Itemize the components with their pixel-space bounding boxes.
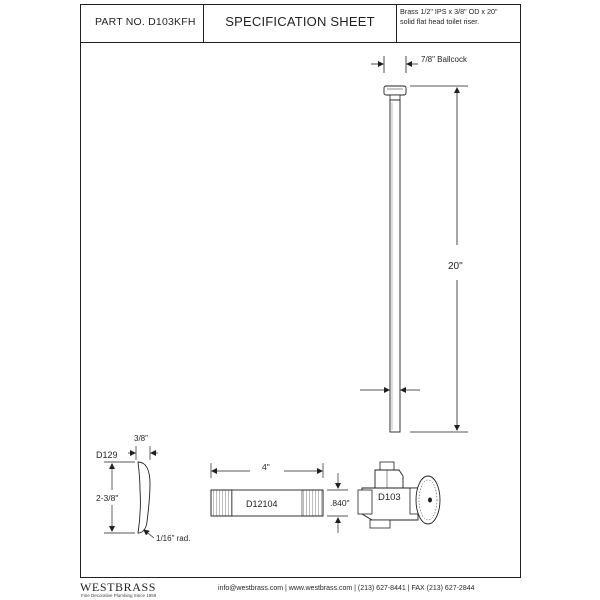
part-number: PART NO. D103KFH bbox=[95, 16, 196, 28]
riser-flat-head bbox=[383, 85, 407, 96]
ballcock-label: 7/8" Ballcock bbox=[421, 55, 468, 64]
valve-handle-screw bbox=[428, 497, 432, 503]
nipple-component: 4" D12104 .840" bbox=[210, 462, 350, 533]
nipple-diameter-label: .840" bbox=[330, 498, 350, 508]
riser-length-dimension: 20" bbox=[410, 85, 468, 433]
d129-part-label: D129 bbox=[96, 450, 118, 460]
valve-component: D103 bbox=[357, 461, 441, 529]
valve-inlet bbox=[357, 489, 373, 515]
description-line-1: Brass 1/2" IPS x 3/8" OD x 20" bbox=[400, 7, 498, 16]
riser-neck bbox=[389, 94, 401, 101]
nipple-part-label: D12104 bbox=[246, 499, 278, 509]
nipple-thread-right bbox=[301, 489, 324, 517]
header-bar: PART NO. D103KFH SPECIFICATION SHEET Bra… bbox=[81, 5, 520, 43]
westbrass-logo: WESTBRASS bbox=[80, 580, 157, 594]
spec-sheet-frame: PART NO. D103KFH SPECIFICATION SHEET Bra… bbox=[80, 4, 521, 578]
sheet-title: SPECIFICATION SHEET bbox=[225, 14, 375, 29]
nipple-length-label: 4" bbox=[262, 462, 270, 472]
nipple-thread-left bbox=[210, 489, 233, 517]
riser-length-label: 20" bbox=[448, 261, 463, 272]
title-cell: SPECIFICATION SHEET bbox=[204, 5, 397, 42]
description-cell: Brass 1/2" IPS x 3/8" OD x 20" solid fla… bbox=[397, 5, 520, 42]
contact-info: info@westbrass.com | www.westbrass.com |… bbox=[218, 585, 475, 592]
d129-component: D129 3/8" 2-3/8" 1/16" rad. bbox=[96, 434, 190, 543]
description-line-2: solid flat head toilet riser. bbox=[400, 17, 480, 26]
d129-width-label: 3/8" bbox=[134, 434, 148, 443]
valve-compression-nut bbox=[374, 469, 404, 489]
riser-tube bbox=[383, 85, 407, 433]
product-description: Brass 1/2" IPS x 3/8" OD x 20" solid fla… bbox=[400, 7, 498, 27]
d129-height-label: 2-3/8" bbox=[96, 493, 118, 503]
part-number-cell: PART NO. D103KFH bbox=[81, 5, 204, 42]
d129-profile-shape bbox=[137, 461, 151, 534]
ballcock-dimension: 7/8" Ballcock bbox=[371, 55, 468, 73]
d129-radius-label: 1/16" rad. bbox=[156, 534, 190, 543]
valve-part-label: D103 bbox=[378, 492, 401, 503]
riser-shaft bbox=[389, 99, 401, 433]
valve-outlet-nut-top bbox=[379, 461, 395, 471]
brand-tagline: Fine Decorative Plumbing Since 1959 bbox=[81, 593, 157, 598]
valve-base bbox=[369, 519, 391, 529]
